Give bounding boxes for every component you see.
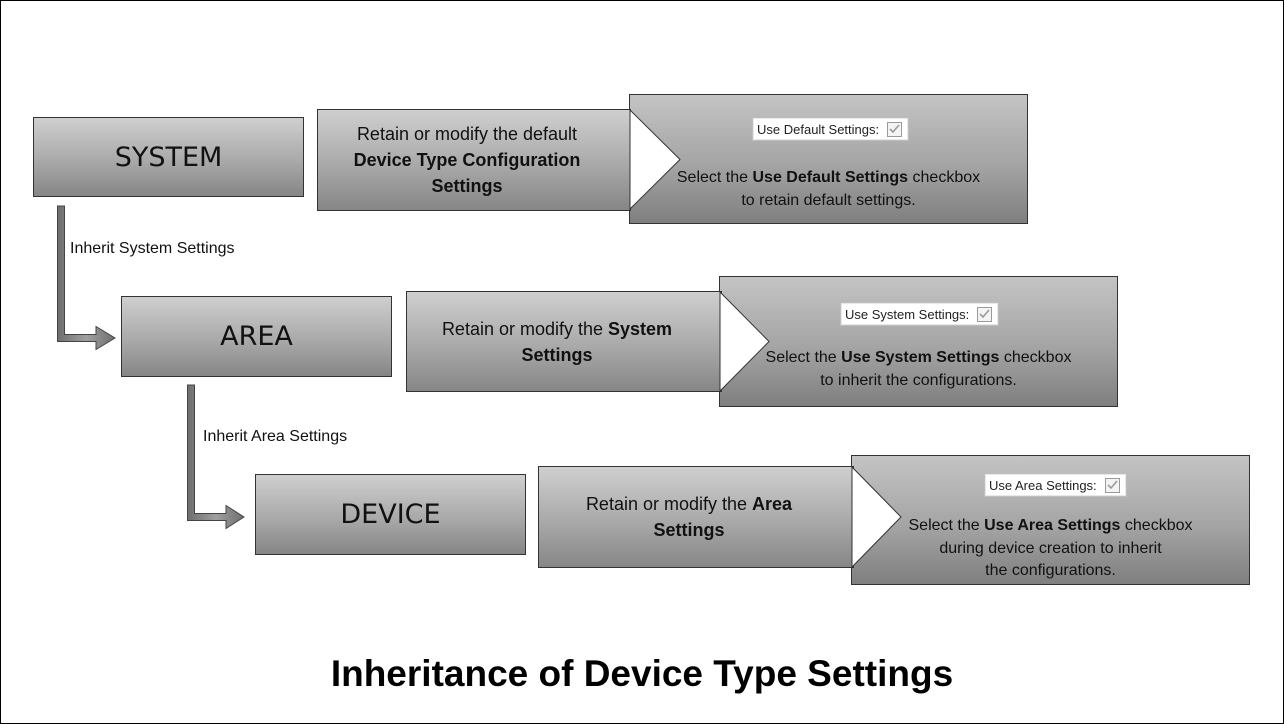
use-default-settings-field: Use Default Settings: — [752, 117, 910, 141]
system-label: SYSTEM — [114, 141, 223, 173]
check-icon — [889, 124, 900, 134]
use-default-settings-checkbox[interactable] — [887, 121, 903, 137]
retain-default-box: Retain or modify the default Device Type… — [317, 109, 631, 211]
area-label: AREA — [220, 321, 293, 352]
retain-area-box: Retain or modify the Area Settings — [538, 466, 854, 568]
use-system-settings-checkbox[interactable] — [977, 306, 993, 322]
inherit-area-label: Inherit Area Settings — [203, 428, 348, 445]
device-label: DEVICE — [340, 499, 441, 530]
area-settings-panel: Use Area Settings: Select the Use Area S… — [851, 455, 1250, 585]
inherit-area-arrow — [187, 384, 245, 530]
use-system-settings-emphasis: Use System Settings — [841, 349, 1000, 366]
default-settings-instructions: Select the Use Default Settings checkbox… — [676, 169, 981, 209]
retain-system-box: Retain or modify the System Settings — [406, 291, 722, 392]
use-area-settings-checkbox[interactable] — [1104, 477, 1120, 493]
chevron-arrow-icon — [629, 108, 681, 211]
use-area-settings-emphasis: Use Area Settings — [984, 517, 1121, 534]
use-area-settings-field: Use Area Settings: — [984, 473, 1127, 497]
default-settings-panel: Use Default Settings: Select the Use Def… — [629, 94, 1028, 224]
system-settings-panel: Use System Settings: Select the Use Syst… — [719, 276, 1118, 407]
chevron-arrow-icon — [719, 290, 770, 393]
diagram-title: Inheritance of Device Type Settings — [330, 653, 954, 694]
system-settings-instructions: Select the Use System Settings checkbox … — [765, 349, 1072, 389]
area-box: AREA — [121, 296, 392, 377]
check-icon — [979, 309, 990, 319]
check-icon — [1107, 480, 1118, 490]
device-box: DEVICE — [255, 474, 526, 555]
use-default-settings-label: Use Default Settings: — [757, 121, 880, 137]
area-settings-instructions: Select the Use Area Settings checkbox du… — [908, 517, 1193, 579]
use-system-settings-label: Use System Settings: — [845, 306, 970, 322]
inherit-system-arrow — [57, 205, 116, 351]
use-default-settings-emphasis: Use Default Settings — [752, 169, 909, 186]
chevron-arrow-icon — [851, 465, 902, 569]
use-area-settings-label: Use Area Settings: — [989, 477, 1097, 493]
system-box: SYSTEM — [33, 117, 304, 197]
inherit-system-label: Inherit System Settings — [70, 240, 235, 257]
use-system-settings-field: Use System Settings: — [840, 302, 1000, 326]
